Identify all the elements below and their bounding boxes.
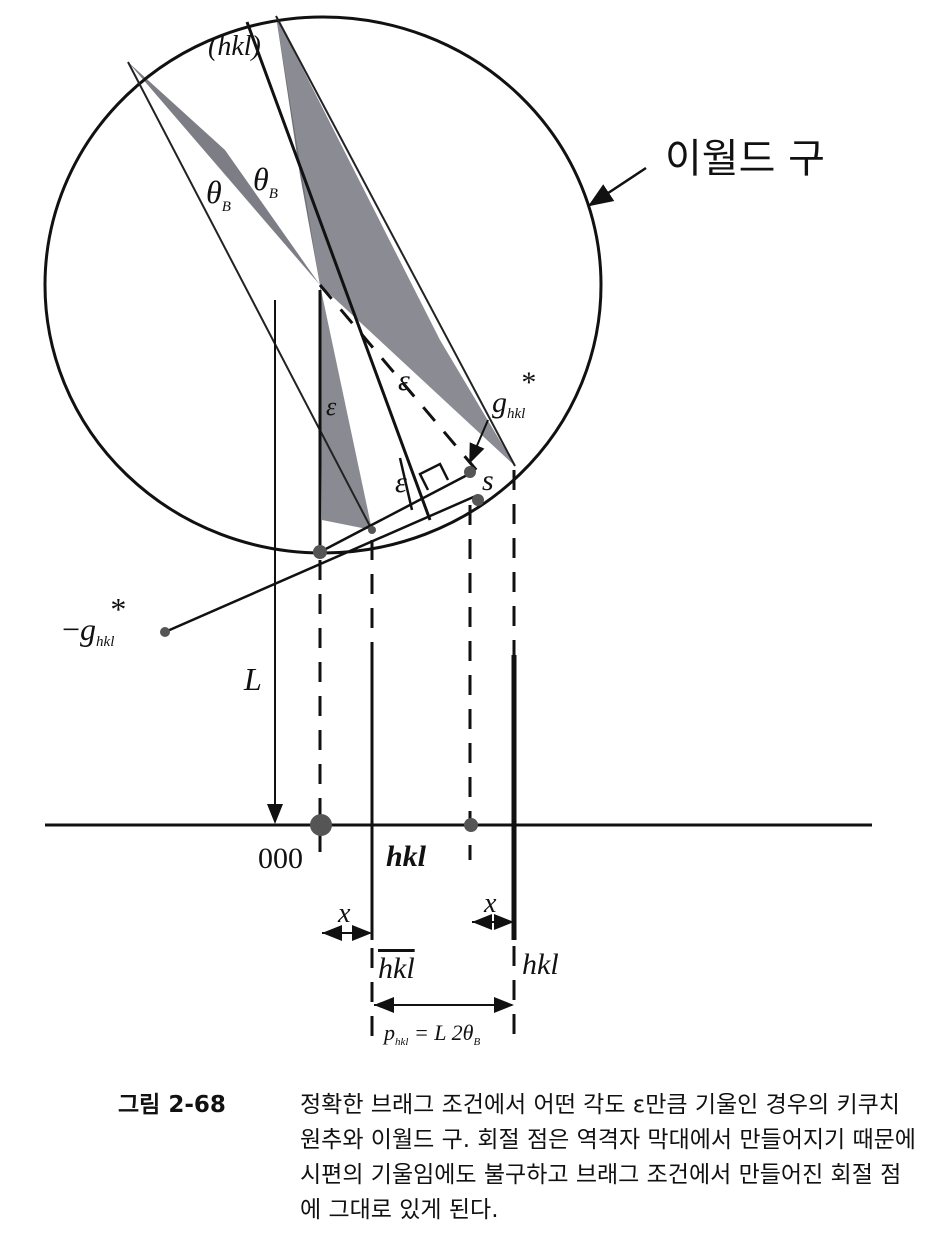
theta-b-right: θB: [253, 161, 278, 202]
ewald-sphere-diagram: (hkl) θB θB 이월드 구 ε ε ε ghkl* s −ghkl* L…: [43, 15, 872, 1048]
hkl-plane-line: [245, 21, 432, 521]
epsilon-label-2: ε: [398, 364, 410, 397]
x-label-right: x: [483, 888, 497, 919]
spacing-formula: phkl = L 2θB: [382, 1020, 480, 1048]
epsilon-label-1: ε: [326, 392, 337, 421]
g-point: [464, 466, 476, 478]
neg-g-hkl-star-label: −ghkl*: [62, 591, 126, 650]
figure-caption: 그림 2-68 정확한 브래그 조건에서 어떤 각도 ε만큼 기울인 경우의 키…: [118, 1088, 918, 1228]
caption-text: 정확한 브래그 조건에서 어떤 각도 ε만큼 기울인 경우의 키쿠치 원추와 이…: [300, 1092, 916, 1223]
tilted-normal-dashed: [318, 284, 480, 473]
g-hkl-star-label: ghkl*: [492, 366, 536, 422]
ewald-pointer-arrow: [587, 166, 647, 207]
ewald-sphere-label: 이월드 구: [665, 136, 825, 182]
s-vector-label: s: [482, 464, 494, 497]
kikuchi-cone-left-upper: [128, 62, 320, 285]
origin-label: 000: [258, 842, 303, 875]
hkl-bar-label: hkl: [378, 952, 415, 985]
hkl-line-label: hkl: [522, 948, 559, 981]
hkl-plane-label: (hkl): [208, 31, 261, 62]
hkl-spot: [464, 818, 478, 832]
camera-length-label: L: [243, 661, 262, 697]
kikuchi-cone-right-lower: [276, 16, 515, 466]
figure-number: 그림 2-68: [118, 1092, 226, 1118]
neg-g-point: [160, 627, 170, 637]
projection-lines: [318, 470, 516, 1040]
kikuchi-cone-left-lower: [320, 285, 372, 530]
x-label-left: x: [337, 898, 351, 929]
hkl-point-label: hkl: [386, 840, 427, 873]
epsilon-label-3: ε: [395, 466, 407, 499]
theta-b-left: θB: [206, 174, 231, 215]
000-spot: [310, 814, 332, 836]
origin-point: [313, 545, 327, 559]
